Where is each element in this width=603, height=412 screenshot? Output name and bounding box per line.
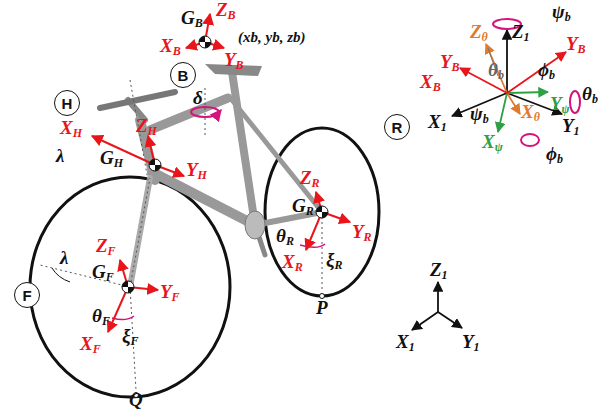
axis-label: YB [566, 34, 586, 55]
axis-label: XR [282, 252, 303, 273]
axis-label: λ [60, 248, 68, 269]
axis-label: YF [160, 282, 180, 303]
axis-label: GF [92, 262, 114, 283]
axis-label: Zθ [470, 22, 488, 43]
axis-label: θb [582, 84, 598, 105]
axis-label: θb [488, 60, 504, 81]
axis-label: ZR [300, 168, 320, 189]
axis-label: X1 [428, 112, 447, 133]
axis-label: ψb [470, 104, 489, 125]
axis-label: YH [186, 160, 207, 181]
axis-label: Y1 [562, 116, 580, 137]
axis-label: Xψ [482, 132, 503, 153]
axis-label: ZH [136, 116, 157, 137]
axis-label: Yψ [550, 94, 570, 115]
axis-label: XB [160, 36, 181, 57]
axis-label: δ [193, 88, 203, 109]
axis-label: ξR [326, 250, 343, 271]
axis-label: Y1 [462, 332, 480, 353]
axis-label: ZF [96, 236, 116, 257]
axis-label: XF [80, 334, 101, 355]
axis-label: ψb [552, 2, 571, 23]
axis-label: YB [224, 50, 244, 71]
axis-label: ϕb [546, 144, 563, 165]
axis-label: (xb, yb, zb) [238, 30, 306, 45]
axis-label: Xθ [521, 102, 540, 123]
axis-label: ϕb [538, 60, 555, 81]
axis-label: YR [352, 222, 372, 243]
axis-label: ξF [122, 326, 139, 347]
axis-label: λ [56, 146, 64, 167]
part-circle: F [14, 282, 40, 308]
part-circle: B [170, 62, 196, 88]
part-circle: R [384, 114, 410, 140]
axis-label: X1 [396, 332, 415, 353]
part-letter: B [178, 68, 189, 83]
axis-label: P [316, 298, 328, 319]
axis-label: Q [129, 390, 143, 411]
axis-label: GB [181, 8, 203, 29]
part-circle: H [54, 90, 80, 116]
axis-label: θR [276, 226, 294, 247]
axis-label: XB [420, 72, 441, 93]
part-letter: F [22, 288, 31, 303]
axis-label: GR [292, 196, 314, 217]
part-letter: R [392, 120, 403, 135]
axis-label: XH [60, 118, 82, 139]
part-letter: H [62, 96, 73, 111]
axis-label: θF [92, 306, 110, 327]
axis-label: ZB [216, 0, 236, 21]
axis-label: Z1 [512, 22, 530, 43]
axis-label: YB [440, 52, 460, 73]
axis-label: GH [100, 148, 123, 169]
axis-label: Z1 [430, 260, 448, 281]
